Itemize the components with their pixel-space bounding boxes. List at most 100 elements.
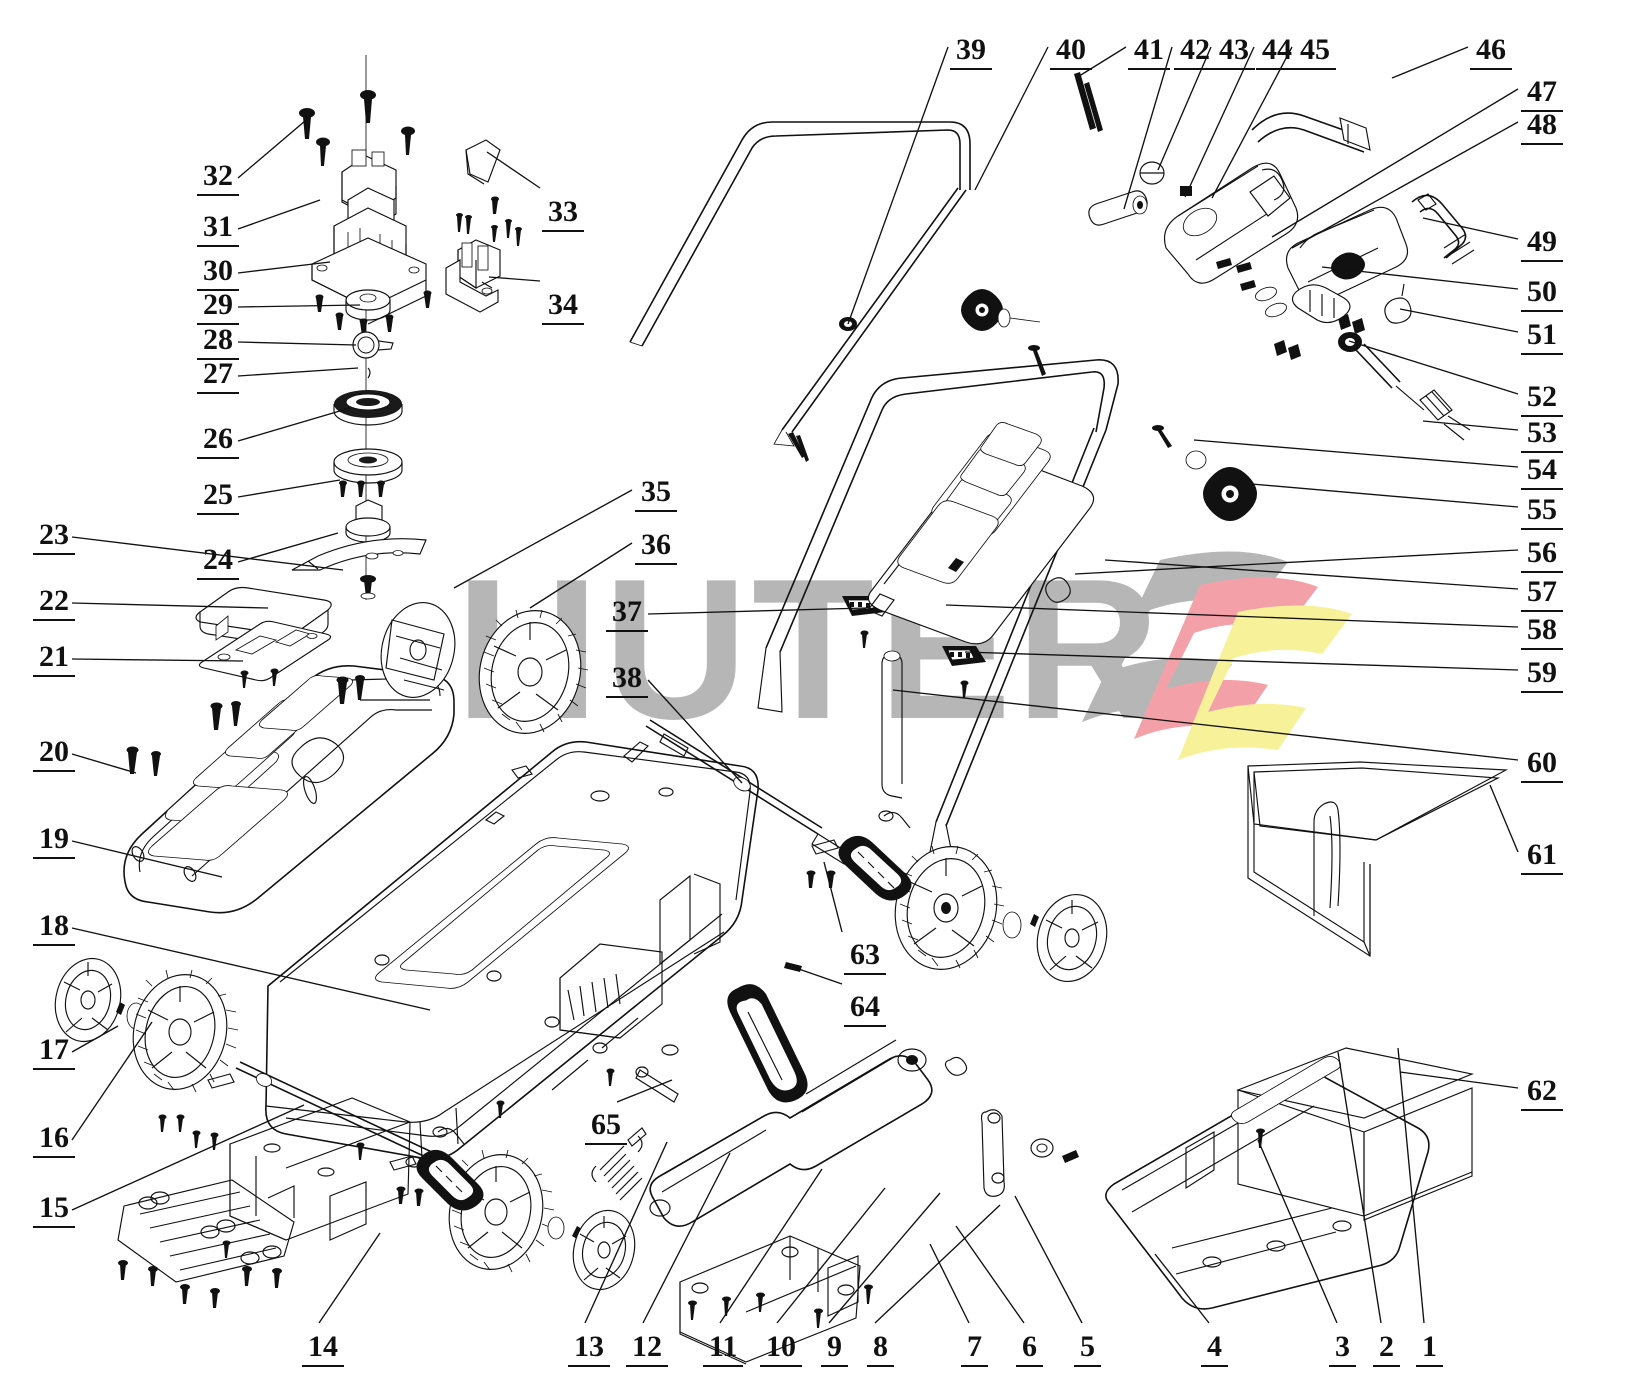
callout-5: 5	[1074, 1332, 1101, 1367]
leader-48	[1291, 121, 1519, 249]
callout-37: 37	[606, 597, 648, 632]
leader-4	[1154, 1253, 1210, 1324]
callout-47: 47	[1521, 77, 1563, 112]
leader-20	[71, 753, 137, 774]
cotter-pin	[635, 1066, 679, 1103]
callout-63: 63	[844, 940, 886, 975]
leader-10	[776, 1187, 886, 1324]
blade-hub	[345, 499, 391, 543]
callout-40: 40	[1050, 35, 1092, 70]
callout-51: 51	[1521, 320, 1563, 355]
switch-frame	[1285, 206, 1409, 324]
callout-25: 25	[197, 480, 239, 515]
callout-11: 11	[703, 1332, 744, 1367]
leader-3	[1257, 1139, 1338, 1324]
wing-knob	[1203, 467, 1257, 521]
callout-46: 46	[1470, 35, 1512, 70]
screw-icon	[299, 90, 415, 166]
leader-28	[237, 341, 357, 346]
leader-12	[642, 1152, 731, 1324]
callout-18: 18	[33, 911, 75, 946]
leader-30	[237, 261, 331, 274]
leader-49	[1422, 217, 1519, 240]
leader-58	[945, 604, 1519, 628]
leader-29	[237, 304, 361, 308]
leader-1	[1397, 1047, 1425, 1324]
callout-36: 36	[635, 530, 677, 565]
callout-20: 20	[33, 737, 75, 772]
handle-grip	[1088, 190, 1148, 226]
callout-15: 15	[33, 1193, 75, 1228]
grass-deflector-lever	[727, 984, 808, 1103]
leader-16	[71, 1021, 153, 1141]
leader-2	[1337, 1051, 1382, 1324]
leader-41	[1075, 46, 1127, 79]
callout-38: 38	[606, 663, 648, 698]
leader-22	[71, 602, 269, 609]
leader-46	[1391, 46, 1469, 79]
leader-5	[1014, 1195, 1083, 1324]
wheel-hubcap-front-right	[572, 1209, 636, 1291]
callout-8: 8	[867, 1332, 894, 1367]
leader-47	[1271, 88, 1519, 238]
callout-52: 52	[1521, 382, 1563, 417]
callout-64: 64	[844, 992, 886, 1027]
wheel-rear-right	[894, 845, 1005, 970]
wheel-rear-left	[478, 609, 589, 734]
leader-19	[71, 840, 223, 878]
leader-23	[71, 536, 344, 571]
callout-43: 43	[1213, 35, 1255, 70]
bolt-icon	[1028, 345, 1046, 376]
leader-44	[1184, 46, 1255, 198]
callout-53: 53	[1521, 418, 1563, 453]
callout-31: 31	[197, 212, 239, 247]
callout-59: 59	[1521, 658, 1563, 693]
deck-skirt	[229, 1097, 411, 1241]
callout-65: 65	[585, 1110, 627, 1145]
blade-guard-plate	[117, 1179, 295, 1283]
callout-39: 39	[950, 35, 992, 70]
leader-65	[616, 1079, 673, 1103]
leader-15	[71, 1104, 305, 1211]
callout-21: 21	[33, 642, 75, 677]
leader-9	[828, 1192, 941, 1324]
leader-61	[1489, 784, 1519, 853]
callout-1: 1	[1416, 1332, 1443, 1367]
callout-50: 50	[1521, 277, 1563, 312]
grass-box-lid	[867, 421, 1095, 645]
electric-motor	[311, 149, 427, 325]
link-rod	[980, 1109, 1005, 1197]
callout-44: 44	[1256, 35, 1298, 70]
callout-14: 14	[302, 1332, 344, 1367]
callout-45: 45	[1294, 35, 1336, 70]
leader-62	[1399, 1071, 1519, 1089]
handle-mount-plate	[198, 620, 332, 682]
callout-3: 3	[1329, 1332, 1356, 1367]
leader-56	[1074, 549, 1519, 575]
adjust-knob	[961, 289, 1003, 331]
adjust-lever-left	[416, 1126, 484, 1211]
callout-42: 42	[1174, 35, 1216, 70]
leader-50	[1321, 266, 1519, 290]
leader-57	[1104, 559, 1519, 590]
leader-18	[71, 927, 431, 1011]
base-bracket	[679, 1235, 861, 1365]
adjust-lever	[838, 810, 912, 901]
motor-assembly-group	[291, 55, 432, 600]
blade-adapter	[333, 448, 403, 484]
screw-icon	[222, 1068, 615, 1258]
callout-28: 28	[197, 325, 239, 360]
callout-57: 57	[1521, 577, 1563, 612]
callout-41: 41	[1128, 35, 1170, 70]
wheel-front-left	[132, 969, 239, 1093]
leader-27	[237, 367, 359, 377]
discharge-flap-and-bracket	[445, 139, 522, 313]
leader-52	[1348, 340, 1519, 395]
rear-chute	[1105, 1055, 1430, 1310]
leader-33	[486, 151, 541, 189]
leader-7	[929, 1243, 970, 1324]
leader-31	[237, 199, 321, 230]
callout-17: 17	[33, 1035, 75, 1070]
callout-33: 33	[542, 197, 584, 232]
